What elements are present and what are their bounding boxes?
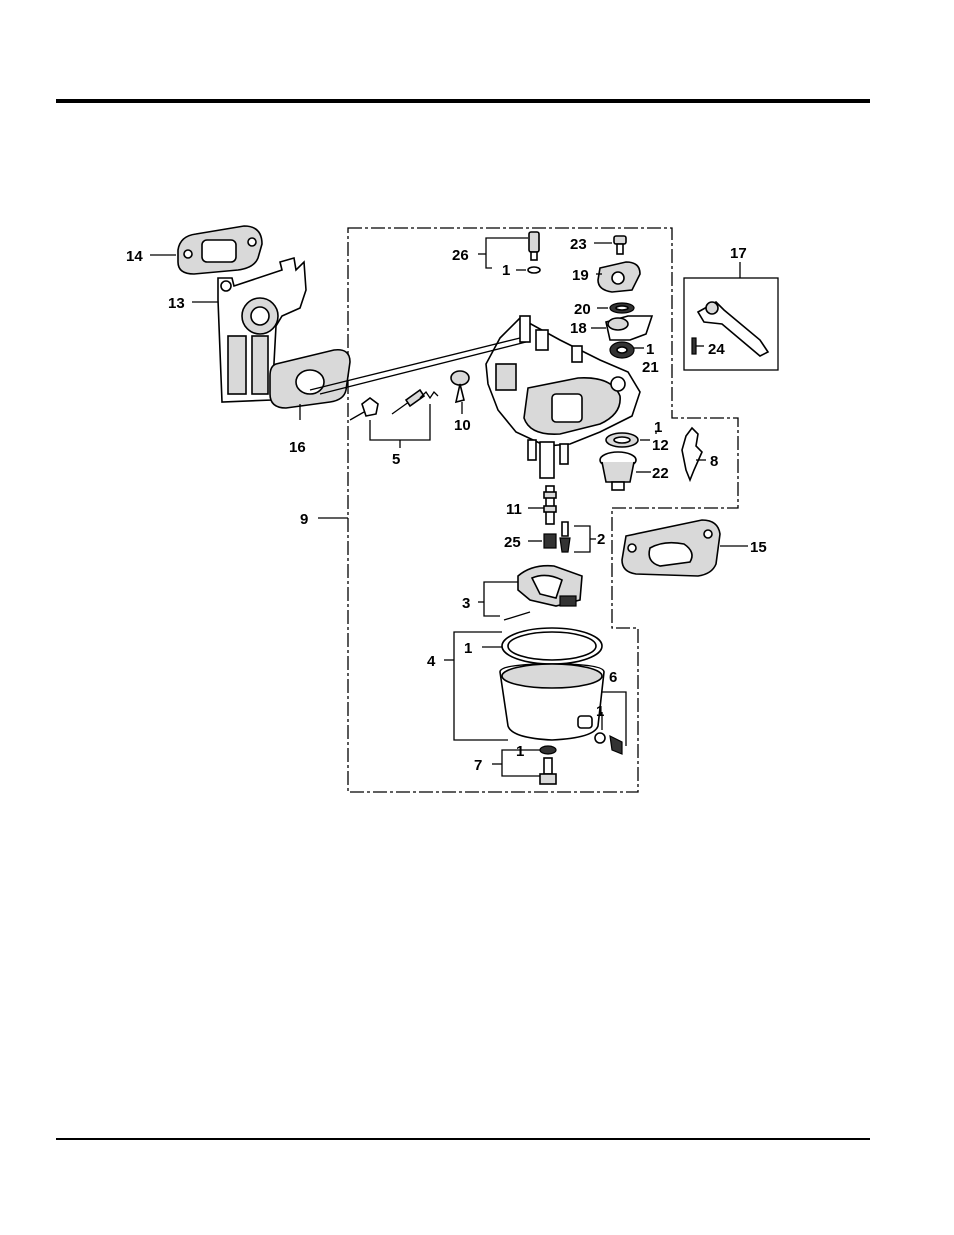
gasket-14 <box>178 226 262 274</box>
label-1-spring: 1 <box>646 341 654 358</box>
label-1-drain: 1 <box>596 703 604 720</box>
lever-18 <box>606 316 652 340</box>
jet-25 <box>544 534 556 548</box>
label-26: 26 <box>452 247 469 264</box>
jet-11 <box>544 486 556 524</box>
label-15: 15 <box>750 539 767 556</box>
label-23: 23 <box>570 236 587 253</box>
label-11: 11 <box>506 501 522 518</box>
label-9: 9 <box>300 511 308 528</box>
label-2: 2 <box>597 531 605 548</box>
label-1-bowl: 1 <box>464 640 472 657</box>
label-17: 17 <box>730 245 747 262</box>
label-22: 22 <box>652 465 669 482</box>
label-1-ring: 1 <box>654 419 662 436</box>
label-24: 24 <box>708 341 725 358</box>
label-6: 6 <box>609 669 617 686</box>
label-19: 19 <box>572 267 589 284</box>
label-1-bolt: 1 <box>516 743 524 760</box>
cover-19 <box>598 262 640 292</box>
label-1-washer: 1 <box>502 262 510 279</box>
label-25: 25 <box>504 534 521 551</box>
bowl-bolt-7 <box>540 746 556 784</box>
label-14: 14 <box>126 248 143 265</box>
drain-screw-6 <box>595 733 622 754</box>
label-16: 16 <box>289 439 306 456</box>
label-18: 18 <box>570 320 587 337</box>
float-bowl-4 <box>500 628 604 740</box>
float-3 <box>518 566 582 606</box>
label-12: 12 <box>652 437 669 454</box>
needle-2 <box>560 522 570 552</box>
label-5: 5 <box>392 451 400 468</box>
label-10: 10 <box>454 417 471 434</box>
label-4: 4 <box>427 653 436 670</box>
label-21: 21 <box>642 359 659 376</box>
screw-23 <box>614 236 626 254</box>
gasket-16 <box>270 350 350 408</box>
screw-26 <box>528 232 540 273</box>
gasket-15 <box>622 520 720 576</box>
float-pin <box>504 612 530 620</box>
pilot-screw-5 <box>362 390 438 416</box>
label-7: 7 <box>474 757 482 774</box>
label-8: 8 <box>710 453 718 470</box>
part-8 <box>682 428 702 480</box>
label-20: 20 <box>574 301 591 318</box>
spring-21 <box>610 342 634 358</box>
pin-24 <box>692 338 696 354</box>
screw-10 <box>451 371 469 402</box>
part-22 <box>600 452 636 490</box>
label-3: 3 <box>462 595 470 612</box>
label-13: 13 <box>168 295 185 312</box>
